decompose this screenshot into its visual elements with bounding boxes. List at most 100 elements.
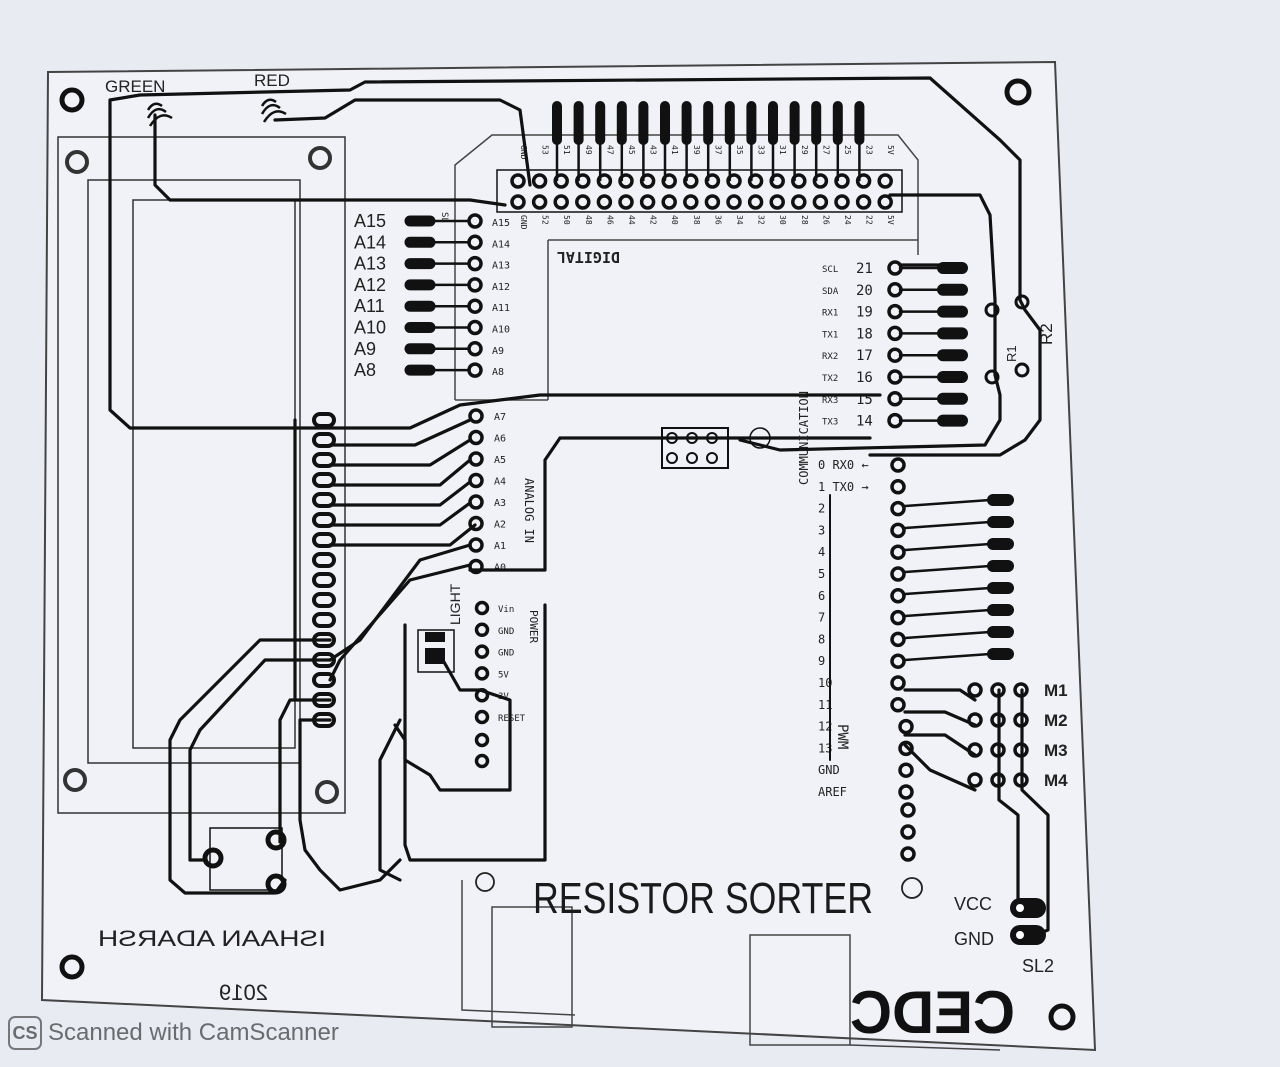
motor-label-m4: M4 <box>1044 771 1068 790</box>
analog-low-pin-label: A2 <box>494 520 506 531</box>
top-header-pad <box>575 173 591 189</box>
comm-pin-name: TX1 <box>822 330 838 340</box>
top-header-pad <box>639 173 656 189</box>
power-pad <box>474 644 490 659</box>
power-connector: VCC GND SL2 <box>954 894 1054 976</box>
top-header-pin-label: 51 <box>562 145 571 155</box>
top-header-pin-label: 49 <box>584 145 593 155</box>
digital-pad <box>900 824 916 840</box>
digital-pin-label: 9 <box>818 654 825 668</box>
digital-pad <box>890 675 906 691</box>
digital-pad <box>890 609 906 626</box>
top-header-pad <box>877 194 893 210</box>
motor-pad <box>990 682 1006 698</box>
digital-pin-label: 1 TX0 → <box>818 480 869 494</box>
pwm-label: PWM <box>834 724 850 749</box>
top-header-pin-label: GND <box>519 145 528 160</box>
analog-label-a9: A9 <box>354 339 376 359</box>
power-pad <box>474 600 490 616</box>
lcd-connector-pad <box>312 412 336 428</box>
top-header-pin-label: 22 <box>865 215 874 225</box>
digital-trace <box>904 542 991 552</box>
power-pin-label: Vin <box>498 605 514 615</box>
top-header-pin-label: 46 <box>605 215 614 225</box>
lcd-connector-pad <box>312 452 336 468</box>
comm-pin-number: 17 <box>856 348 873 364</box>
arduino-outline <box>454 134 1001 1051</box>
digital-pad <box>898 762 914 778</box>
top-header-pin-label: 41 <box>670 145 679 155</box>
analog-low-pin-label: A0 <box>494 563 506 574</box>
top-header-pad <box>510 173 526 189</box>
motor-pad <box>990 712 1006 728</box>
silk-label: SL <box>439 212 449 223</box>
digital-pin-label: 3 <box>818 523 825 537</box>
green-led-label: GREEN <box>105 77 165 96</box>
communication-label: COMMUNICATION <box>797 391 811 485</box>
digital-label: DIGITAL <box>557 248 620 266</box>
digital-pad <box>890 522 906 539</box>
motor-label-m2: M2 <box>1044 711 1068 730</box>
analog-pin-label: A8 <box>492 367 504 378</box>
digital-trace <box>904 586 991 596</box>
digital-trace <box>904 608 991 618</box>
title-hole-left <box>475 872 495 892</box>
top-header-pad <box>855 194 872 210</box>
digital-pin-label: 7 <box>818 611 825 625</box>
top-header: GNDGND5352515049484746454443424140393837… <box>496 145 903 230</box>
analog-in-label: ANALOG IN <box>522 478 536 543</box>
comm-pin-name: RX1 <box>822 309 838 319</box>
motor-pad <box>1013 712 1029 728</box>
top-header-pin-label: 5V <box>886 145 895 155</box>
top-header-pin-label: 33 <box>757 145 766 155</box>
analog-low-pin-label: A6 <box>494 434 506 445</box>
top-header-pin-label: 32 <box>757 215 766 225</box>
comm-pin-number: 21 <box>856 261 873 277</box>
lcd-connector-pad <box>312 432 336 448</box>
motor-pad <box>990 772 1006 788</box>
top-header-pad <box>812 173 829 189</box>
analog-label-a10: A10 <box>354 318 386 338</box>
top-header-pin-label: 24 <box>843 215 852 225</box>
top-header-pin-label: 30 <box>778 215 787 225</box>
digital-pad <box>898 740 914 757</box>
motor-pad <box>1013 742 1029 758</box>
digital-pin-label: 5 <box>818 567 825 581</box>
camscanner-watermark: CS Scanned with CamScanner <box>8 1012 339 1054</box>
top-header-pin-label: 39 <box>692 145 701 155</box>
digital-trace <box>904 498 991 508</box>
motor-pad <box>967 742 983 758</box>
top-header-pad <box>683 173 699 189</box>
top-header-pad <box>834 173 850 189</box>
mounting-holes <box>59 78 1076 1031</box>
vcc-label: VCC <box>954 894 992 914</box>
digital-pin-label: GND <box>818 763 840 777</box>
board-outline <box>40 60 1097 1052</box>
lcd-connector <box>312 412 336 728</box>
digital-pad <box>890 566 906 582</box>
top-header-pin-label: 26 <box>821 215 830 225</box>
top-header-pin-label: 28 <box>800 215 809 225</box>
digital-pin-label: 8 <box>818 632 825 646</box>
author-name: ISHAAN ADARSH <box>98 926 326 951</box>
lcd-connector-pad <box>312 612 336 628</box>
top-header-pin-label: 37 <box>713 145 722 155</box>
switch-footprint <box>202 827 287 895</box>
comm-pin-name: TX3 <box>822 418 838 428</box>
analog-low-pad <box>468 429 484 446</box>
cedc-logo: CEDC <box>850 979 1015 1046</box>
analog-low-pin-label: A7 <box>494 412 506 423</box>
light-jumper <box>417 629 455 673</box>
pad-fingers <box>898 262 968 427</box>
top-header-pad <box>791 194 807 210</box>
digital-pin-label: 12 <box>818 720 832 734</box>
top-header-pad <box>661 173 677 189</box>
analog-label-a13: A13 <box>354 254 386 274</box>
digital-pad <box>898 718 914 735</box>
digital-trace <box>904 564 991 574</box>
top-header-pin-label: 27 <box>821 145 830 155</box>
mounting-hole <box>1004 78 1032 106</box>
led-green: GREEN <box>105 77 173 127</box>
comm-pin-name: SCL <box>822 265 838 275</box>
